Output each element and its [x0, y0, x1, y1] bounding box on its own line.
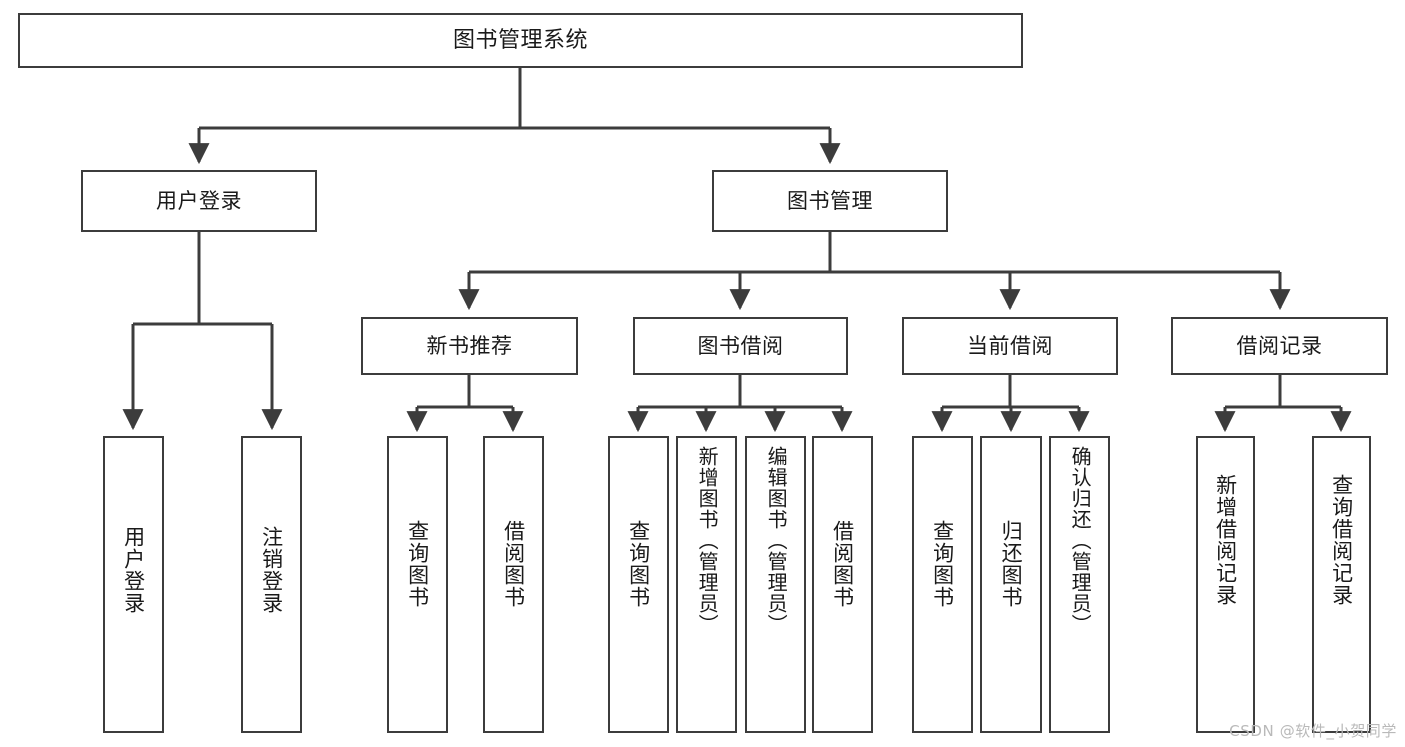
leaf-add-book[interactable]: 新增图书（管理员）	[676, 436, 737, 733]
node-label: 查询图书	[930, 520, 955, 608]
leaf-user-logout[interactable]: 注销登录	[241, 436, 302, 733]
node-label: 用户登录	[121, 526, 146, 614]
node-current-borrow[interactable]: 当前借阅	[902, 317, 1118, 375]
node-label: 新书推荐	[426, 333, 513, 358]
leaf-borrow-book-recommend[interactable]: 借阅图书	[483, 436, 544, 733]
node-book-manage[interactable]: 图书管理	[712, 170, 948, 232]
node-label: 查询借阅记录	[1329, 474, 1354, 606]
node-book-borrow[interactable]: 图书借阅	[633, 317, 848, 375]
node-label: 归还图书	[999, 520, 1024, 608]
leaf-add-borrow-record[interactable]: 新增借阅记录	[1196, 436, 1255, 733]
node-label: 图书借阅	[697, 333, 784, 358]
node-label: 编辑图书（管理员）	[764, 446, 789, 635]
leaf-edit-book[interactable]: 编辑图书（管理员）	[745, 436, 806, 733]
node-label: 查询图书	[405, 520, 430, 608]
leaf-confirm-return[interactable]: 确认归还（管理员）	[1049, 436, 1110, 733]
leaf-query-book-recommend[interactable]: 查询图书	[387, 436, 448, 733]
node-label: 确认归还（管理员）	[1068, 446, 1093, 635]
watermark-text: CSDN @软件_小贺同学	[1229, 722, 1397, 740]
node-label: 查询图书	[626, 520, 651, 608]
node-label: 用户登录	[156, 188, 242, 213]
leaf-borrow-book[interactable]: 借阅图书	[812, 436, 873, 733]
node-label: 新增图书（管理员）	[695, 446, 720, 635]
leaf-query-book-current[interactable]: 查询图书	[912, 436, 973, 733]
node-label: 当前借阅	[967, 333, 1053, 358]
leaf-query-borrow-record[interactable]: 查询借阅记录	[1312, 436, 1371, 733]
node-label: 借阅图书	[830, 520, 855, 608]
node-label: 图书管理系统	[452, 27, 588, 53]
node-label: 注销登录	[259, 526, 284, 614]
node-label: 图书管理	[787, 188, 873, 213]
node-label: 借阅记录	[1236, 333, 1323, 358]
node-user-login[interactable]: 用户登录	[81, 170, 317, 232]
node-new-book-recommend[interactable]: 新书推荐	[361, 317, 578, 375]
node-label: 新增借阅记录	[1213, 474, 1238, 606]
leaf-return-book[interactable]: 归还图书	[980, 436, 1042, 733]
leaf-query-book-borrow[interactable]: 查询图书	[608, 436, 669, 733]
node-book-management-system[interactable]: 图书管理系统	[18, 13, 1023, 68]
node-label: 借阅图书	[501, 520, 526, 608]
node-borrow-record[interactable]: 借阅记录	[1171, 317, 1388, 375]
leaf-user-login[interactable]: 用户登录	[103, 436, 164, 733]
